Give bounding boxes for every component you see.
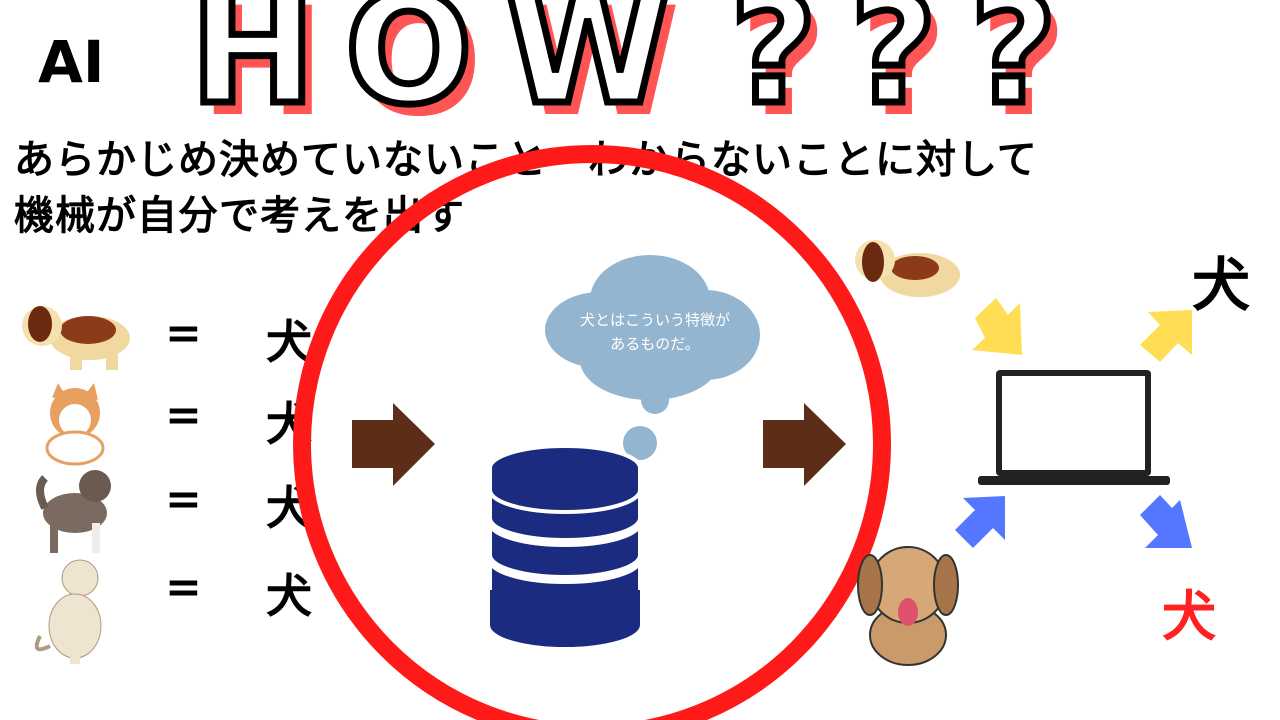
arrow-down-right-icon <box>972 298 1022 355</box>
labrador-dog-icon <box>34 559 102 664</box>
dog-examples <box>22 306 130 664</box>
arrow-down-right-icon <box>1140 495 1192 548</box>
how-question-mark: ? <box>846 0 940 138</box>
how-letter-w: W <box>501 0 673 138</box>
equals-sign: = <box>165 390 202 441</box>
dog-label: 犬 <box>266 315 312 369</box>
beagle-dog-icon <box>22 306 130 370</box>
how-letter-o: O <box>342 0 476 138</box>
equals-sign: = <box>165 562 202 613</box>
title: AI <box>38 28 105 96</box>
husky-dog-icon <box>36 470 111 553</box>
equals-sign: = <box>165 308 202 359</box>
database-icon <box>488 444 642 647</box>
arrow-up-right-icon <box>1140 310 1192 362</box>
puppy-dog-icon <box>857 546 959 666</box>
thought-bubble-text: 犬とはこういう特徴があるものだ。 <box>540 308 770 356</box>
result-dog-wrong: 犬 <box>1162 585 1216 648</box>
thought-line-1: 犬とはこういう特徴が <box>579 311 730 329</box>
thought-line-2: あるものだ。 <box>610 335 700 353</box>
laptop-icon <box>978 370 1170 485</box>
corgi-dog-icon <box>45 383 105 466</box>
cloud-icon <box>545 255 760 460</box>
beagle-dog-icon <box>855 240 960 297</box>
equals-sign: = <box>165 474 202 525</box>
how-letter-h: H <box>187 0 320 138</box>
arrow-right-icon <box>763 403 846 486</box>
red-circle <box>293 145 891 720</box>
how-question-mark: ? <box>726 0 820 138</box>
arrow-up-right-icon <box>955 496 1005 548</box>
result-dog-correct: 犬 <box>1192 251 1251 319</box>
how-question-mark: ? <box>966 0 1060 138</box>
dog-label: 犬 <box>266 569 312 623</box>
arrow-right-icon <box>352 403 435 486</box>
